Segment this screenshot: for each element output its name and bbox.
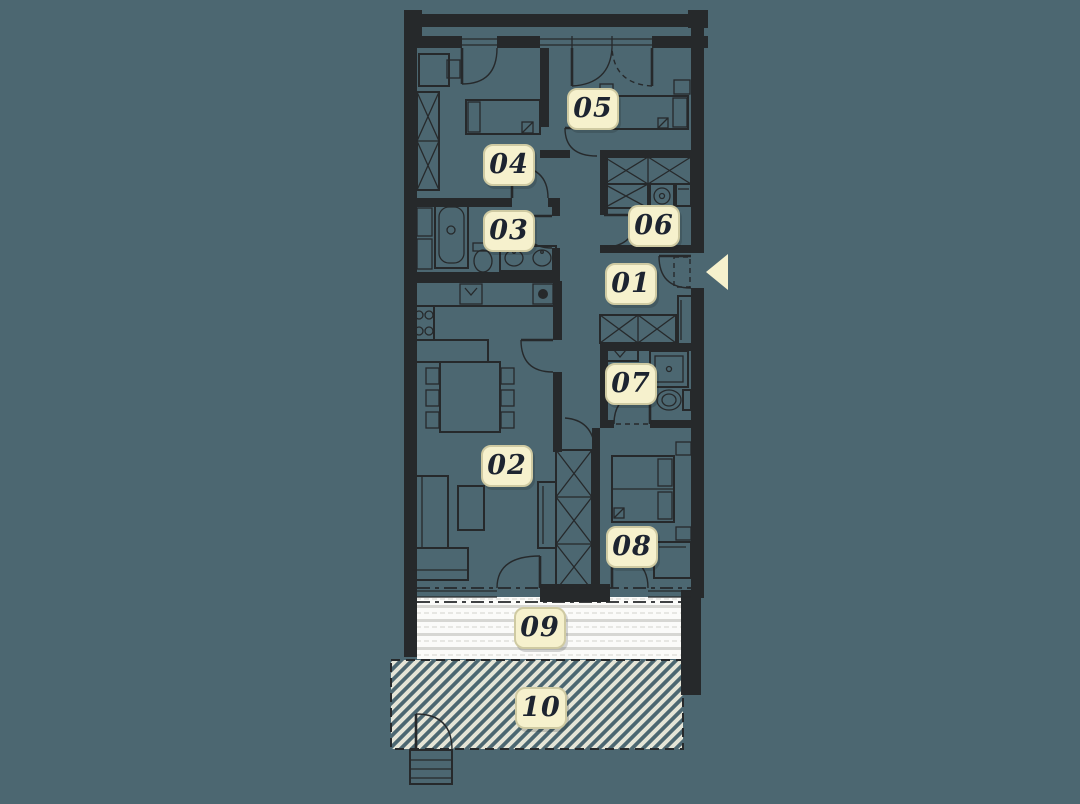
room-label-06: 06 bbox=[628, 205, 680, 247]
room-label-10: 10 bbox=[515, 687, 567, 729]
living-02-furniture bbox=[411, 281, 558, 581]
room-label-08: 08 bbox=[606, 526, 658, 568]
shaft-wardrobe bbox=[555, 449, 593, 591]
bedroom-04-furniture bbox=[416, 53, 541, 191]
terrace-stairs bbox=[409, 749, 453, 785]
room-label-09: 09 bbox=[514, 607, 566, 649]
room-label-07: 07 bbox=[605, 363, 657, 405]
room-label-04: 04 bbox=[483, 144, 535, 186]
entry-arrow-icon bbox=[706, 254, 728, 290]
closet-06-wardrobes bbox=[603, 156, 692, 209]
room-label-02: 02 bbox=[481, 445, 533, 487]
facade-windows bbox=[417, 36, 691, 598]
room-label-03: 03 bbox=[483, 210, 535, 252]
room-label-05: 05 bbox=[567, 88, 619, 130]
hall-01-wardrobes bbox=[599, 295, 693, 345]
room-label-01: 01 bbox=[605, 263, 657, 305]
outer-walls bbox=[404, 10, 708, 695]
